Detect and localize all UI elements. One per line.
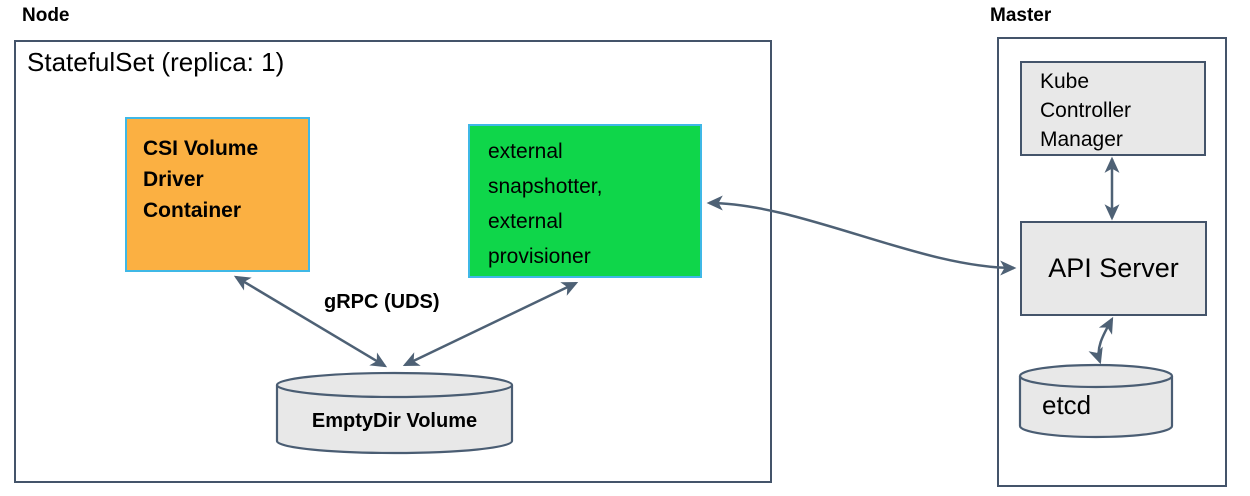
emptydir-volume-label: EmptyDir Volume: [311, 410, 478, 432]
external-snapshotter-provisioner-box: external snapshotter, external provision…: [468, 124, 702, 278]
csi-box-label: CSI Volume Driver Container: [127, 119, 308, 226]
external-box-label: external snapshotter, external provision…: [470, 126, 700, 274]
master-section-label: Master: [990, 5, 1052, 26]
node-section-label: Node: [22, 5, 70, 26]
kcm-box-label: Kube Controller Manager: [1022, 63, 1204, 154]
statefulset-title: StatefulSet (replica: 1): [27, 47, 285, 77]
api-server-box: API Server: [1020, 221, 1207, 316]
csi-box-line: CSI Volume: [143, 137, 259, 160]
grpc-uds-label: gRPC (UDS): [324, 291, 440, 313]
kcm-box-line: Kube: [1040, 70, 1090, 93]
etcd-label: etcd: [1042, 390, 1092, 420]
csi-box-line: Driver: [143, 168, 204, 191]
external-box-line: snapshotter,: [488, 175, 603, 198]
csi-volume-driver-container-box: CSI Volume Driver Container: [125, 117, 310, 272]
external-box-line: external: [488, 210, 563, 233]
kube-controller-manager-box: Kube Controller Manager: [1020, 61, 1206, 156]
csi-box-line: Container: [143, 199, 242, 222]
kcm-box-line: Controller: [1040, 99, 1132, 122]
external-box-line: provisioner: [488, 245, 591, 268]
external-box-line: external: [488, 140, 563, 163]
kcm-box-line: Manager: [1040, 128, 1123, 151]
